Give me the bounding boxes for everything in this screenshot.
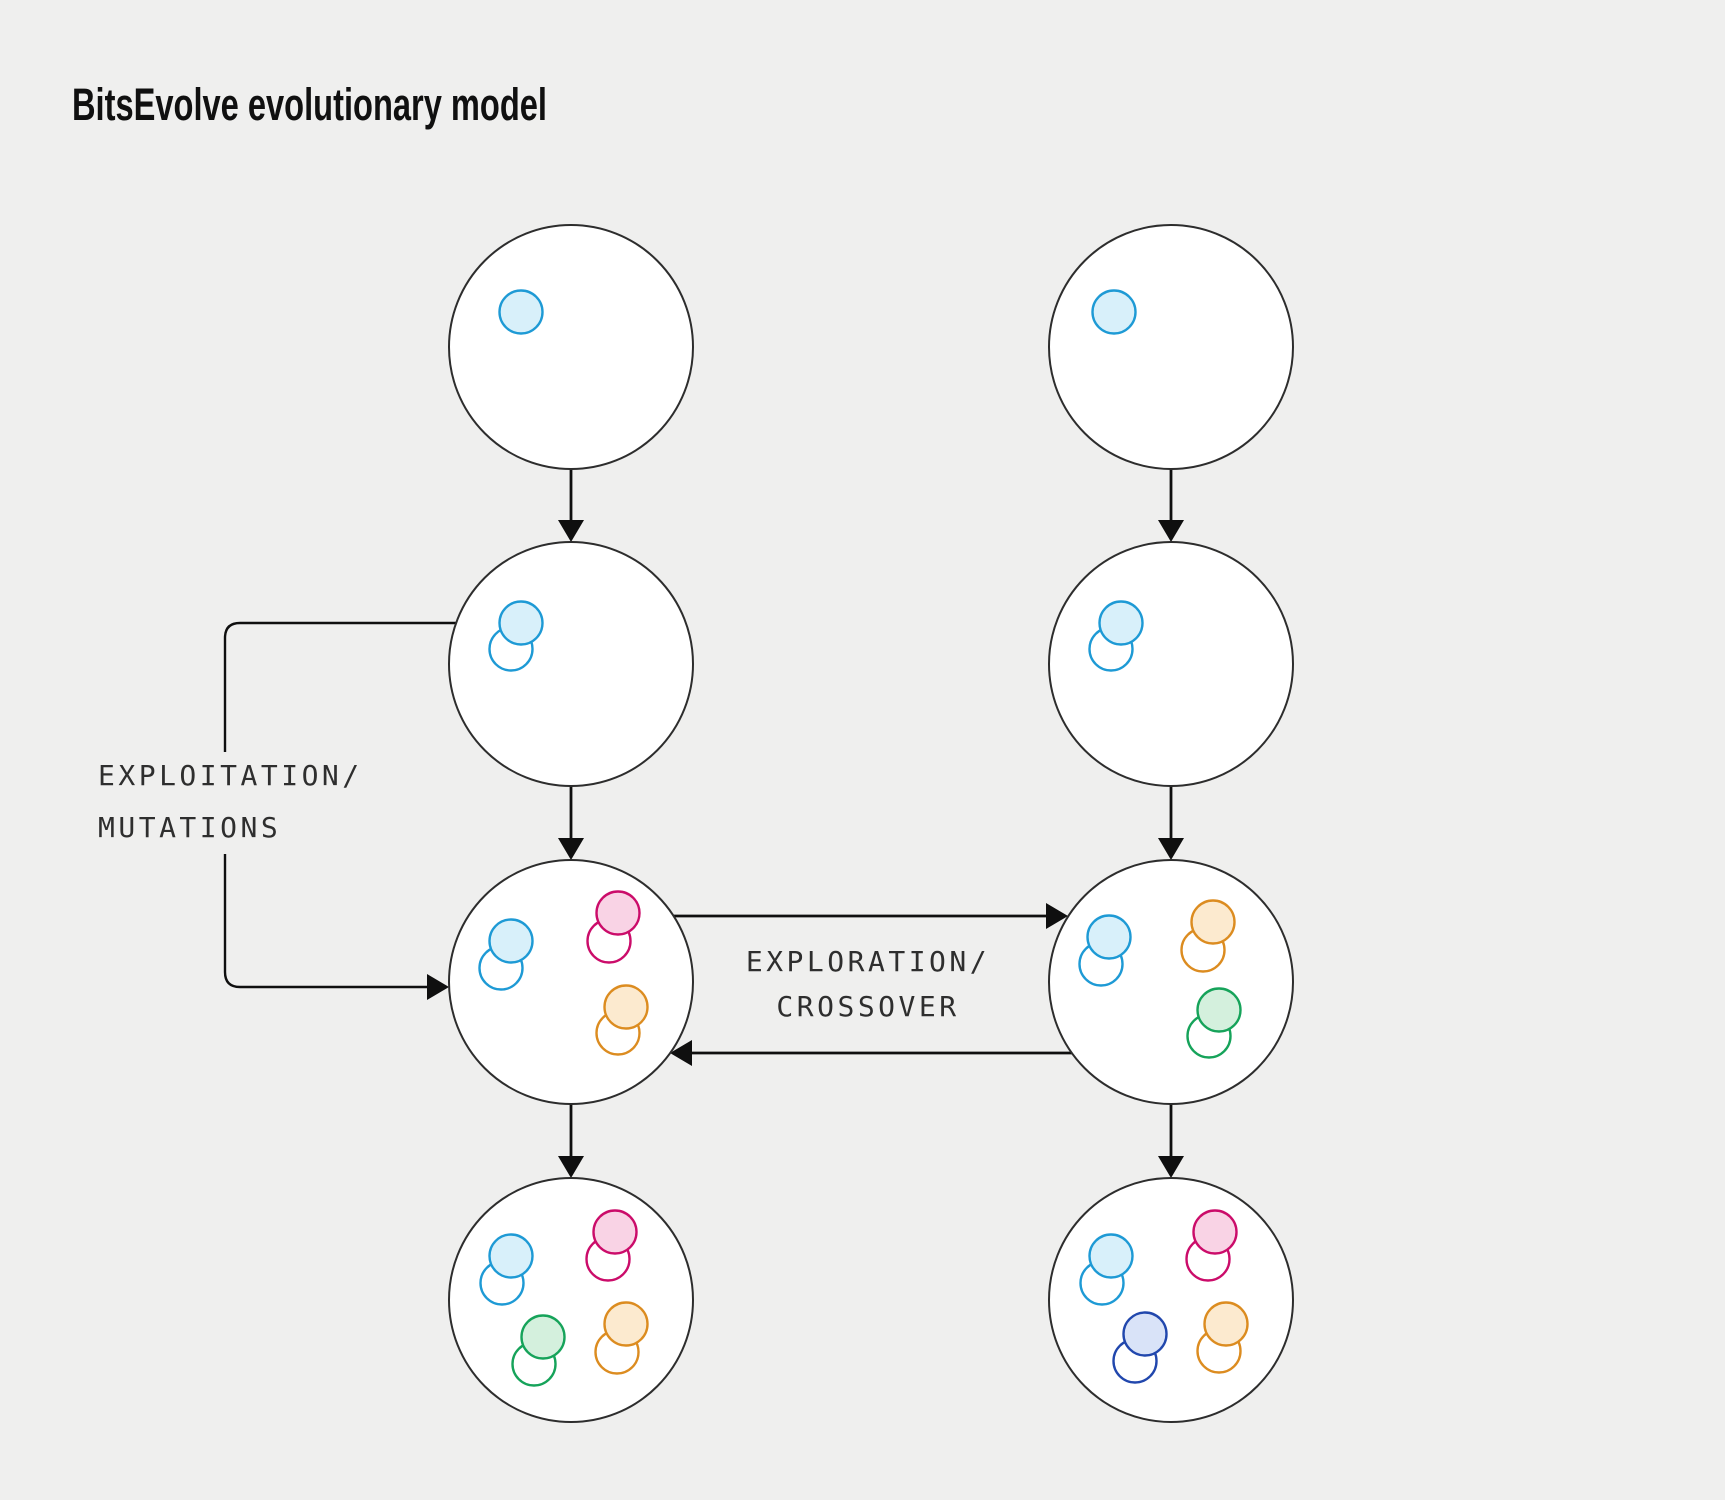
exploitation-label-backdrop — [88, 752, 380, 854]
generation-node-left-gen3 — [448, 859, 694, 1105]
exploration-forward-arrowhead-icon — [1046, 903, 1068, 929]
exploitation-label-line-1: EXPLOITATION/ — [98, 759, 363, 792]
generation-node-right-gen1 — [1048, 224, 1294, 470]
organism-blue-filled-icon — [1088, 1233, 1134, 1279]
generation-node-right-gen4 — [1048, 1177, 1294, 1423]
organism-blue-filled-icon — [1086, 914, 1132, 960]
organism-blue-filled-icon — [488, 918, 534, 964]
right-gen1-to-gen2-arrowhead-icon — [1158, 520, 1184, 542]
organism-pink-filled-icon — [1192, 1209, 1238, 1255]
generation-node-right-gen2 — [1048, 541, 1294, 787]
organism-blue-filled-icon — [488, 1233, 534, 1279]
generation-node-left-gen2 — [448, 541, 694, 787]
organism-blue-filled-icon — [1098, 600, 1144, 646]
generation-node-right-gen3 — [1048, 859, 1294, 1105]
exploration-label-line-2: CROSSOVER — [776, 990, 959, 1023]
left-gen3-to-gen4-arrowhead-icon — [558, 1156, 584, 1178]
population-circle — [1048, 541, 1294, 787]
crossover-return-arrowhead-icon — [670, 1040, 692, 1066]
diagram-layer: EXPLOITATION/MUTATIONS EXPLORATION/CROSSO… — [88, 224, 1294, 1423]
organism-orange-filled-icon — [603, 984, 649, 1030]
population-circle — [448, 1177, 694, 1423]
organism-pink-filled-icon — [592, 1209, 638, 1255]
exploration-label-line-1: EXPLORATION/ — [746, 945, 990, 978]
organism-blue-filled-icon — [498, 289, 544, 335]
population-circle — [1048, 1177, 1294, 1423]
left-gen2-to-gen3-arrowhead-icon — [558, 838, 584, 860]
organism-blue-filled-icon — [1091, 289, 1137, 335]
generation-node-left-gen1 — [448, 224, 694, 470]
organism-green-filled-icon — [520, 1314, 566, 1360]
organism-orange-filled-icon — [1203, 1301, 1249, 1347]
organism-orange-filled-icon — [603, 1301, 649, 1347]
organism-navy-filled-icon — [1122, 1311, 1168, 1357]
organism-green-filled-icon — [1196, 987, 1242, 1033]
population-circle — [448, 541, 694, 787]
organism-pink-filled-icon — [595, 890, 641, 936]
diagram-title: BitsEvolve evolutionary model — [72, 79, 547, 130]
exploitation-loop-arrowhead-icon — [427, 974, 449, 1000]
generation-node-left-gen4 — [448, 1177, 694, 1423]
population-circle — [448, 224, 694, 470]
left-gen1-to-gen2-arrowhead-icon — [558, 520, 584, 542]
population-circle — [1048, 859, 1294, 1105]
right-gen2-to-gen3-arrowhead-icon — [1158, 838, 1184, 860]
organism-blue-filled-icon — [498, 600, 544, 646]
right-gen3-to-gen4-arrowhead-icon — [1158, 1156, 1184, 1178]
exploitation-label-line-2: MUTATIONS — [98, 811, 281, 844]
organism-orange-filled-icon — [1190, 899, 1236, 945]
population-circle — [1048, 224, 1294, 470]
